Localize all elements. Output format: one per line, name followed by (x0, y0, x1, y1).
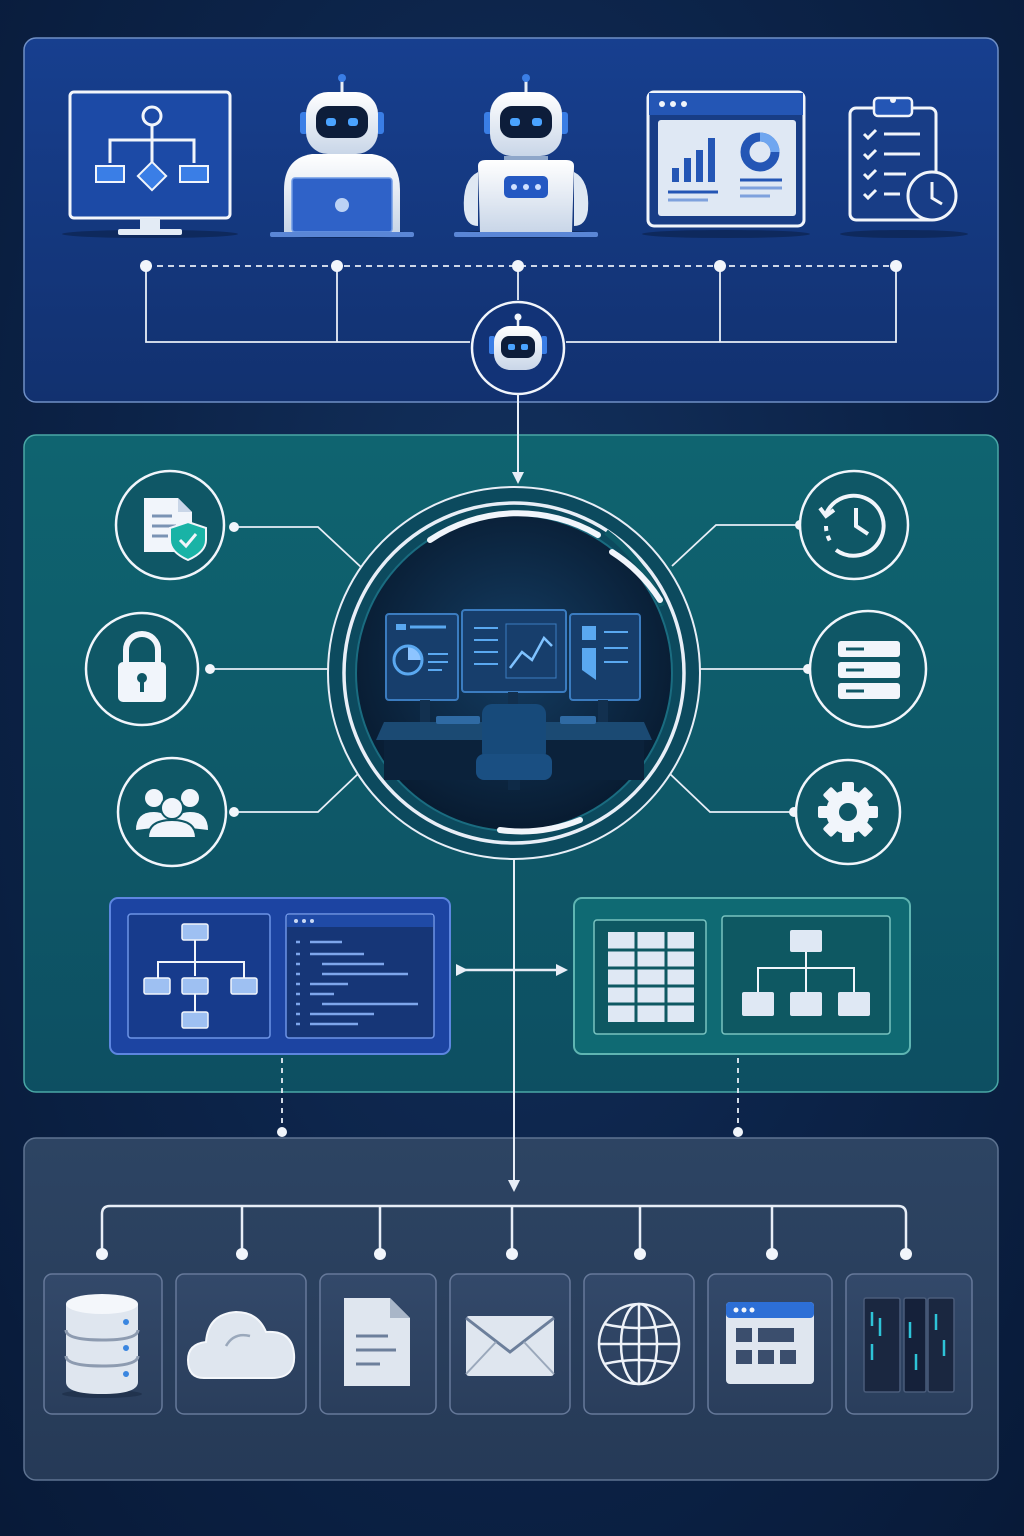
table-hierarchy-icon[interactable] (573, 897, 911, 1055)
padlock-icon[interactable] (84, 611, 200, 727)
sources-connector-bus (100, 1204, 908, 1254)
panels-to-sources-nodes (277, 1127, 743, 1137)
server-stack-icon[interactable] (808, 609, 928, 729)
orchestrator-robot-icon[interactable] (470, 300, 566, 396)
users-group-icon[interactable] (116, 756, 228, 868)
document-icon (344, 1298, 410, 1386)
robot-laptop-icon (270, 74, 414, 238)
panels-to-sources-connectors (281, 1058, 739, 1128)
workflow-monitor-icon (62, 90, 238, 238)
history-clock-icon[interactable] (798, 469, 910, 581)
browser-app-icon (726, 1302, 814, 1384)
cloud-icon (186, 1310, 296, 1379)
globe-icon (597, 1302, 681, 1386)
document-shield-icon[interactable] (114, 469, 226, 581)
control-center-icon[interactable] (327, 486, 701, 860)
task-checklist-clock-icon (840, 96, 968, 238)
sources-connector-nodes (96, 1248, 912, 1260)
mail-icon (465, 1316, 555, 1376)
service-connectors (210, 524, 808, 813)
server-rack-icon (863, 1297, 955, 1393)
gear-icon[interactable] (794, 758, 902, 866)
robot-assistant-icon (454, 74, 598, 238)
agents-connector-nodes (140, 260, 902, 272)
flowchart-code-editor-icon[interactable] (109, 897, 451, 1055)
analytics-dashboard-icon (642, 90, 810, 238)
database-icon (62, 1294, 142, 1398)
